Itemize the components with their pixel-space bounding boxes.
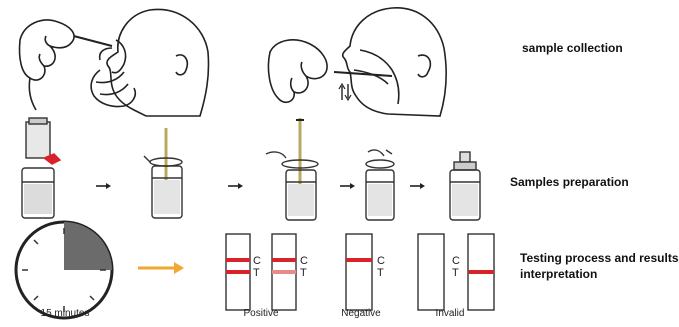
nasal-swab-icon	[19, 9, 208, 116]
test-mark: T	[300, 267, 307, 279]
test-cassette-icon	[272, 234, 296, 310]
test-mark: T	[253, 267, 260, 279]
result-invalid-caption: Invalid	[420, 308, 480, 319]
test-cassette-icon	[418, 234, 444, 310]
result-negative-caption: Negative	[326, 308, 396, 319]
step-arrow	[96, 183, 111, 189]
step-arrow	[340, 183, 355, 189]
step-label-testing-2: interpretation	[520, 266, 597, 283]
step-arrow	[410, 183, 425, 189]
tube-icon	[266, 118, 318, 220]
control-mark: C	[377, 255, 385, 267]
control-mark: C	[300, 255, 308, 267]
tube-icon	[366, 150, 394, 220]
timer-caption: 15 minutes	[18, 308, 112, 319]
test-cassette-icon	[226, 234, 250, 310]
result-positive-caption: Positive	[226, 308, 296, 319]
dropper-icon	[450, 152, 480, 220]
clock-icon	[16, 222, 112, 318]
tube-icon	[22, 118, 60, 218]
tube-icon	[144, 128, 182, 218]
test-cassette-icon	[346, 234, 372, 310]
step-label-testing-1: Testing process and results	[520, 250, 679, 267]
test-mark: T	[452, 267, 459, 279]
control-mark: C	[253, 255, 261, 267]
arrow-icon	[138, 262, 184, 274]
throat-swab-icon	[268, 8, 446, 116]
test-cassette-icon	[468, 234, 494, 310]
step-label-preparation: Samples preparation	[510, 174, 629, 191]
control-mark: C	[452, 255, 460, 267]
test-mark: T	[377, 267, 384, 279]
step-label-collection: sample collection	[522, 40, 623, 57]
step-arrow	[228, 183, 243, 189]
